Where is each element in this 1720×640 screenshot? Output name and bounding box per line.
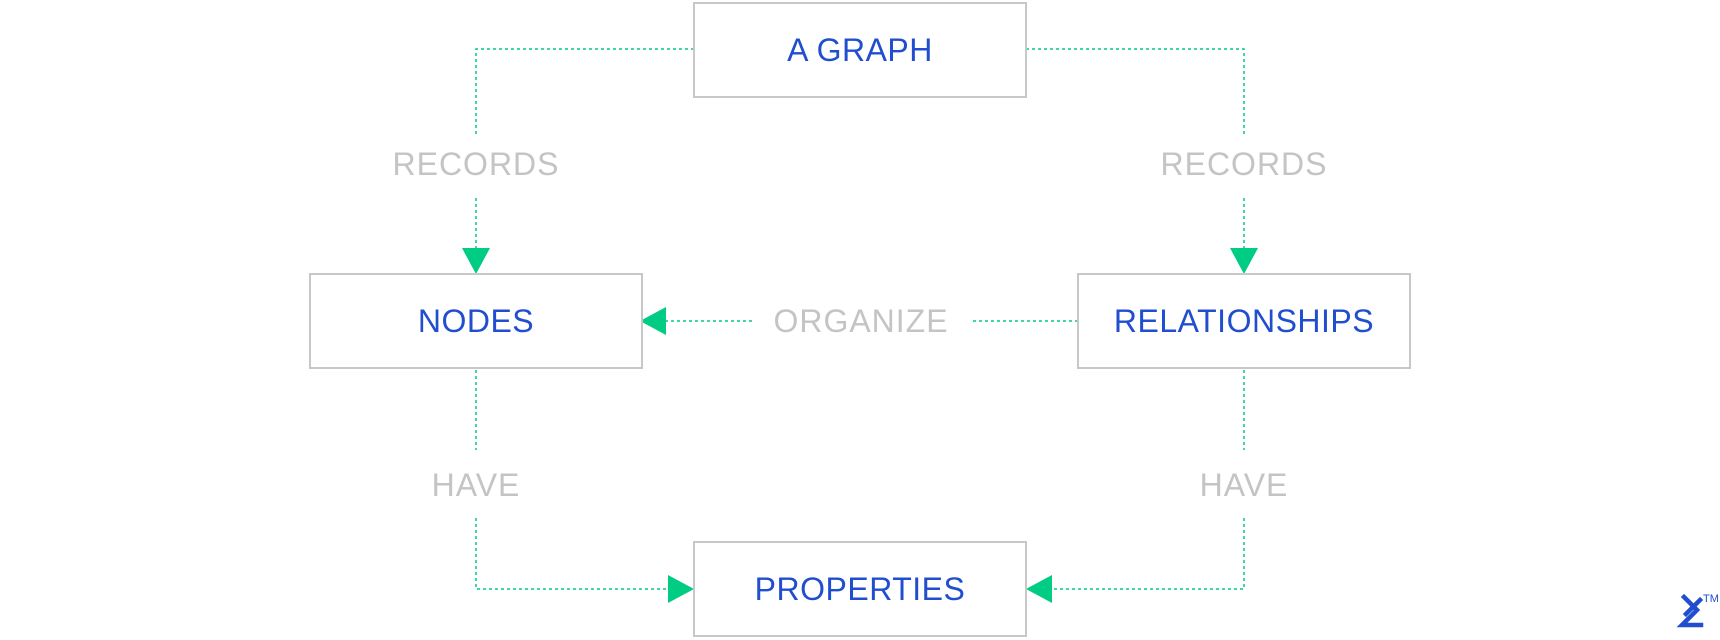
edge-relationships-to-properties [1026,370,1245,603]
edge-label-relationships-to-properties: HAVE [1200,467,1289,503]
node-label-relationships: RELATIONSHIPS [1114,303,1374,339]
arrowhead-icon [462,248,490,274]
arrowhead-icon [1026,575,1052,603]
node-a-graph: A GRAPH [693,2,1027,98]
node-label-nodes: NODES [418,303,534,339]
edge-label-graph-to-nodes: RECORDS [392,146,559,182]
node-nodes: NODES [309,273,643,369]
node-label-properties: PROPERTIES [755,571,966,607]
node-properties: PROPERTIES [693,541,1027,637]
arrowhead-icon [1230,248,1258,274]
edge-relationships-to-nodes [640,307,1078,335]
node-relationships: RELATIONSHIPS [1077,273,1411,369]
edge-nodes-to-properties [475,370,694,603]
trademark-symbol: TM [1703,593,1719,605]
arrowhead-icon [640,307,666,335]
edge-label-nodes-to-properties: HAVE [432,467,521,503]
edge-label-graph-to-relationships: RECORDS [1160,146,1327,182]
edge-label-relationships-to-nodes: ORGANIZE [773,303,948,339]
edge-graph-to-relationships [1026,48,1258,274]
edge-graph-to-nodes [462,48,694,274]
arrowhead-icon [668,575,694,603]
node-label-a-graph: A GRAPH [787,32,933,68]
toptal-logo-icon: TM [1676,593,1719,628]
